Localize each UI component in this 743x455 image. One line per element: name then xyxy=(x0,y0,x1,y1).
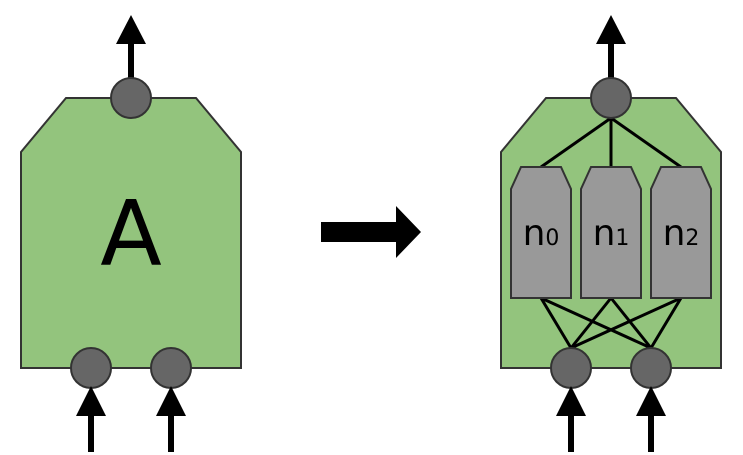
block-a-group: A xyxy=(20,15,242,452)
block-a-input-port-1 xyxy=(70,347,112,389)
expanded-input-port-1 xyxy=(550,347,592,389)
node-n0: n0 xyxy=(510,166,572,299)
expanded-input-arrowhead-2 xyxy=(636,386,666,416)
block-a-output-arrowhead xyxy=(116,15,146,44)
node-n1-body xyxy=(580,166,642,299)
connection-n0-in1 xyxy=(539,297,573,349)
node-n2-subscript: 2 xyxy=(685,226,699,251)
output-connections xyxy=(540,116,682,169)
node-n2: n2 xyxy=(650,166,712,299)
node-n2-body xyxy=(650,166,712,299)
connection-n2-in2 xyxy=(649,297,683,349)
node-n1-letter: n xyxy=(593,213,616,254)
expanded-output-port xyxy=(590,77,632,119)
expanded-input-arrowhead-1 xyxy=(556,386,586,416)
node-n0-body xyxy=(510,166,572,299)
block-a-input-arrowhead-1 xyxy=(76,386,106,416)
block-a-label: A xyxy=(100,182,162,287)
block-a-input-port-2 xyxy=(150,347,192,389)
expanded-block-group: n0 n1 n2 xyxy=(500,15,722,452)
expanded-input-port-2 xyxy=(630,347,672,389)
connection-out-n2 xyxy=(610,116,682,169)
block-a-input-arrowhead-2 xyxy=(156,386,186,416)
node-n0-label: n0 xyxy=(523,213,560,254)
block-a-output-port xyxy=(110,77,152,119)
node-n0-subscript: 0 xyxy=(545,226,559,251)
node-n1: n1 xyxy=(580,166,642,299)
node-n1-label: n1 xyxy=(593,213,630,254)
node-n2-letter: n xyxy=(663,213,686,254)
connection-n0-in2 xyxy=(540,296,652,350)
block-a-body xyxy=(20,97,242,369)
input-connections xyxy=(539,296,683,350)
connection-n1-in1 xyxy=(569,297,613,349)
connection-n1-in2 xyxy=(609,297,653,349)
connection-out-n0 xyxy=(540,116,612,169)
node-n2-label: n2 xyxy=(663,213,700,254)
connection-n2-in1 xyxy=(570,296,682,350)
node-n0-letter: n xyxy=(523,213,546,254)
transform-arrow-icon xyxy=(321,206,421,258)
node-n1-subscript: 1 xyxy=(615,226,629,251)
expanded-output-arrowhead xyxy=(596,15,626,44)
